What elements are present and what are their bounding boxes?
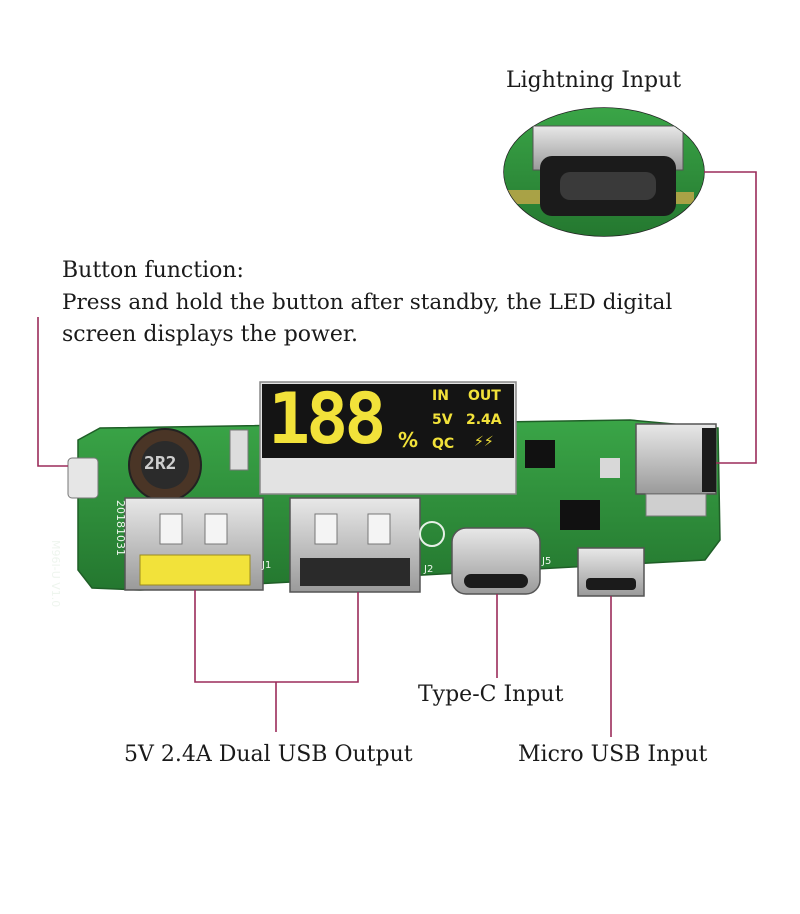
button-function-line-2: screen displays the power. [62, 322, 358, 347]
lightning-port [635, 423, 717, 517]
j-label-1: J1 [262, 560, 272, 571]
type-c-input-label: Type-C Input [418, 682, 564, 707]
micro-usb-port [577, 547, 645, 597]
callout-lines [37, 171, 757, 737]
button-function-block: Button function: Press and hold the butt… [62, 255, 672, 351]
led-bolts-icon: ⚡⚡ [474, 434, 494, 450]
usb-port-2 [289, 497, 421, 593]
lightning-callout-line [704, 171, 757, 464]
led-percent: % [398, 428, 419, 452]
pcb-board [67, 381, 721, 597]
j-label-2: J2 [424, 564, 434, 575]
led-out: OUT [468, 388, 501, 404]
button-function-title: Button function: [62, 258, 244, 283]
dual-usb-output-label: 5V 2.4A Dual USB Output [124, 742, 413, 767]
micro-usb-input-label: Micro USB Input [518, 742, 708, 767]
button-function-line-1: Press and hold the button after standby,… [62, 290, 673, 315]
j-label-5: J5 [542, 556, 552, 567]
side-push-button [67, 457, 99, 499]
date-text: 20181031 [114, 500, 127, 556]
usb-port-1 [124, 497, 264, 591]
lightning-zoom-circle [503, 107, 705, 237]
lightning-input-label: Lightning Input [506, 68, 682, 93]
led-digits: 188 [268, 378, 386, 460]
type-c-port [451, 527, 541, 595]
led-in: IN [432, 388, 449, 404]
led-2-4a: 2.4A [466, 412, 502, 428]
usb-output-bracket [194, 590, 359, 683]
led-5v: 5V [432, 412, 453, 428]
button-callout-line [37, 317, 68, 467]
led-qc: QC [432, 436, 455, 452]
led-display-screen [262, 384, 514, 458]
model-text: M96I-U V1.0 [49, 540, 62, 608]
inductor-mark: 2R2 [144, 453, 177, 474]
